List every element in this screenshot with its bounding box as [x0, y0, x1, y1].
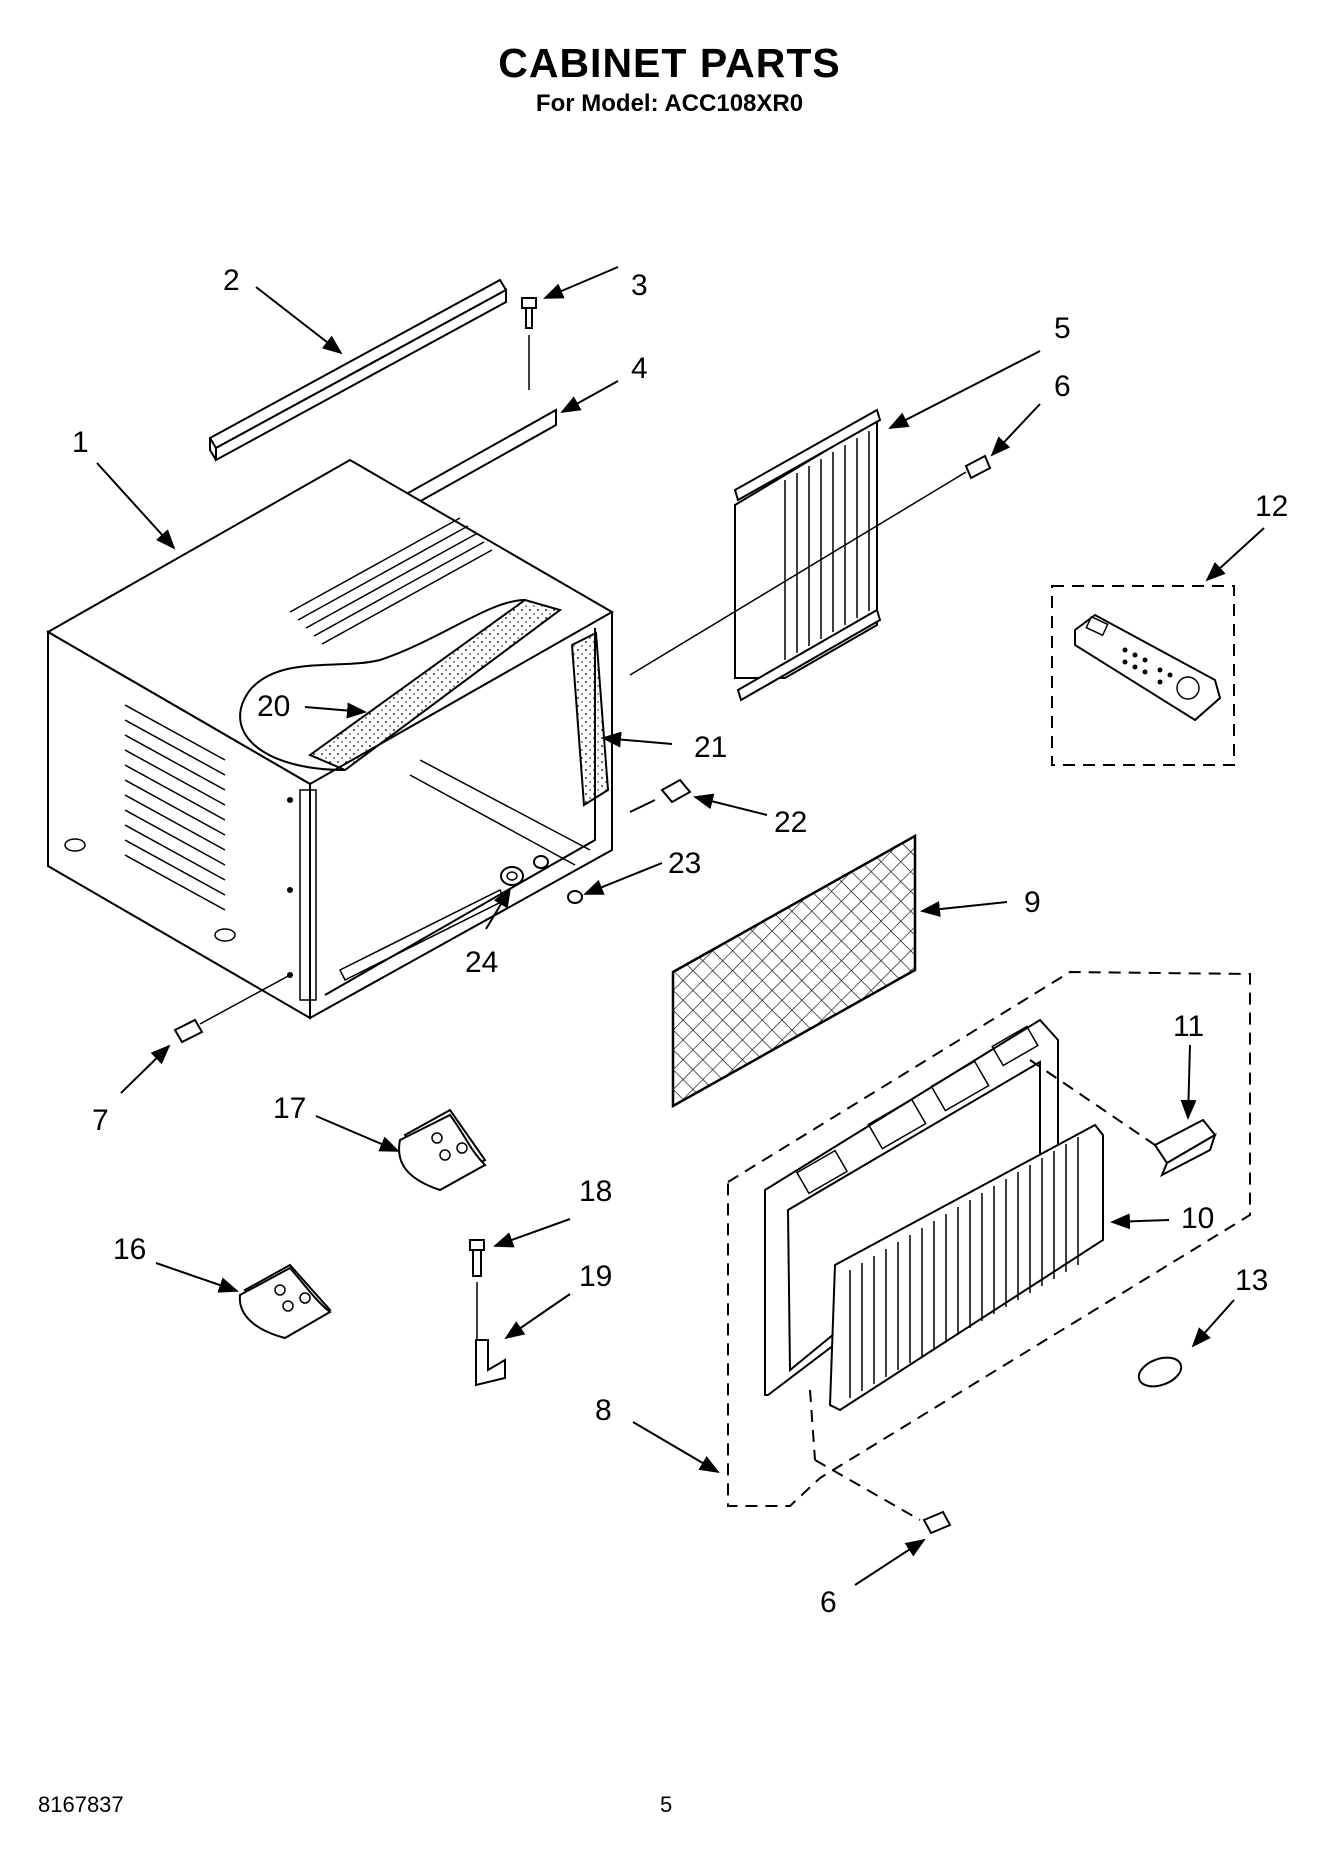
model-subtitle: For Model: ACC108XR0 — [535, 90, 804, 117]
part-remote-control — [1051, 585, 1235, 766]
part-oval-13 — [1137, 1356, 1183, 1388]
part-screw-7 — [173, 974, 291, 1044]
callout-10: 10 — [1181, 1202, 1214, 1235]
callout-4: 4 — [631, 352, 648, 385]
part-knob-11 — [1029, 1059, 1217, 1178]
callout-16: 16 — [113, 1233, 146, 1266]
part-grommet — [500, 866, 524, 886]
callout-19: 19 — [579, 1260, 612, 1293]
part-screw-22 — [629, 778, 692, 813]
part-bracket-17 — [398, 1108, 487, 1192]
part-filter — [671, 833, 917, 1109]
page-number: 5 — [660, 1792, 673, 1817]
callout-12: 12 — [1255, 490, 1288, 523]
callout-18: 18 — [579, 1175, 612, 1208]
callout-6-lower: 6 — [820, 1586, 837, 1619]
callout-11: 11 — [1173, 1010, 1204, 1043]
callout-13: 13 — [1235, 1264, 1268, 1297]
part-foam-seal — [239, 598, 563, 772]
callout-5: 5 — [1054, 312, 1071, 345]
callout-22: 22 — [774, 806, 807, 839]
callout-3: 3 — [631, 269, 648, 302]
page-title: CABINET PARTS — [498, 40, 841, 86]
callout-2: 2 — [223, 264, 240, 297]
part-screw-6-lower — [922, 1510, 952, 1535]
callout-1: 1 — [72, 426, 89, 459]
callout-23: 23 — [668, 847, 701, 880]
leader-lines — [96, 266, 1265, 1586]
part-top-rail — [208, 278, 508, 462]
part-vertical-foam — [570, 631, 610, 807]
part-screw-6-upper — [629, 454, 992, 676]
part-bracket-16 — [238, 1263, 332, 1340]
callout-20: 20 — [257, 690, 290, 723]
callout-17: 17 — [273, 1092, 306, 1125]
part-front-panel — [727, 970, 1251, 1521]
part-screw-3 — [521, 297, 537, 390]
part-clip-19 — [475, 1339, 506, 1387]
part-cabinet — [45, 458, 615, 1020]
document-number: 8167837 — [38, 1792, 124, 1817]
part-washer — [533, 855, 583, 904]
part-screw-18 — [469, 1239, 485, 1340]
callout-24: 24 — [465, 946, 498, 979]
callout-8: 8 — [595, 1394, 612, 1427]
callout-9: 9 — [1024, 886, 1041, 919]
part-rear-grille — [733, 408, 882, 702]
callout-21: 21 — [694, 731, 727, 764]
callout-7: 7 — [92, 1104, 109, 1137]
callout-labels: 1 2 3 4 5 6 7 8 9 10 11 12 13 16 17 18 1… — [72, 264, 1288, 1619]
callout-6: 6 — [1054, 370, 1071, 403]
